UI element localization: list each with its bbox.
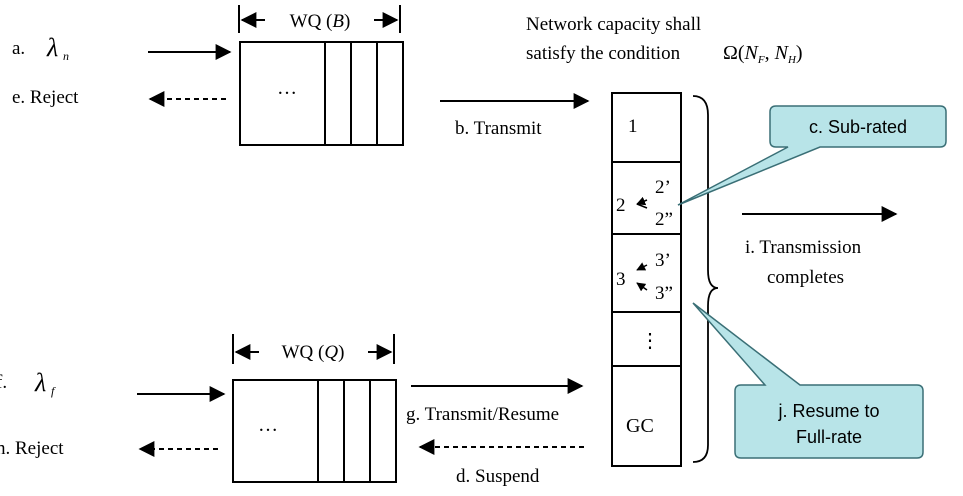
wq-q-label: WQ (Q) — [282, 342, 345, 363]
callout-resume-line2: Full-rate — [796, 427, 862, 447]
label-h-reject: h. Reject — [0, 438, 64, 459]
stack-vdots: ⋮ — [640, 330, 660, 352]
label-f-prefix: f. — [0, 372, 7, 393]
stack-slot-3: 3 — [616, 269, 626, 290]
arrow-slot-3-down — [636, 282, 648, 292]
queue-b-ellipsis: … — [277, 77, 297, 99]
label-e-reject: e. Reject — [12, 87, 79, 108]
label-i-line2: completes — [767, 267, 844, 288]
omega-formula: Ω(NF, NH) — [723, 42, 803, 66]
queue-box-q — [232, 379, 397, 483]
label-d-suspend: d. Suspend — [456, 466, 540, 487]
lambda-f-subscript: f — [51, 384, 56, 398]
network-capacity-line1: Network capacity shall — [526, 14, 701, 35]
label-a-prefix: a. — [12, 38, 25, 59]
queue-q-ellipsis: … — [258, 414, 278, 436]
label-b-transmit: b. Transmit — [455, 118, 542, 139]
callout-resume-shape — [692, 302, 924, 459]
network-stack — [611, 92, 682, 467]
stack-slot-3-doubleprime: 3” — [655, 283, 673, 304]
callout-sub-rated-shape — [677, 105, 947, 206]
lambda-n-symbol: λ — [46, 33, 58, 62]
stack-slot-2-doubleprime: 2” — [655, 209, 673, 230]
lambda-n-subscript: n — [63, 49, 69, 63]
stack-slot-2-prime: 2’ — [655, 177, 671, 198]
label-g-transmit-resume: g. Transmit/Resume — [406, 404, 559, 425]
callout-sub-rated: c. Sub-rated — [677, 105, 947, 206]
callout-resume: j. Resume to Full-rate — [692, 302, 924, 459]
stack-slot-gc: GC — [626, 415, 654, 437]
arrow-slot-2-up — [636, 196, 648, 206]
network-capacity-line2: satisfy the condition — [526, 43, 681, 64]
stack-slot-2: 2 — [616, 195, 626, 216]
callout-sub-rated-text: c. Sub-rated — [809, 117, 907, 137]
stack-slot-1: 1 — [628, 116, 638, 137]
arrow-slot-2-down — [636, 203, 648, 209]
stack-brace — [692, 95, 719, 463]
callout-resume-line1: j. Resume to — [777, 401, 879, 421]
lambda-f-symbol: λ — [34, 368, 46, 397]
arrow-slot-3-up — [636, 262, 648, 271]
stack-slot-3-prime: 3’ — [655, 250, 671, 271]
wq-b-label: WQ (B) — [290, 11, 351, 32]
queue-box-b — [239, 41, 404, 146]
label-i-line1: i. Transmission — [745, 237, 862, 258]
